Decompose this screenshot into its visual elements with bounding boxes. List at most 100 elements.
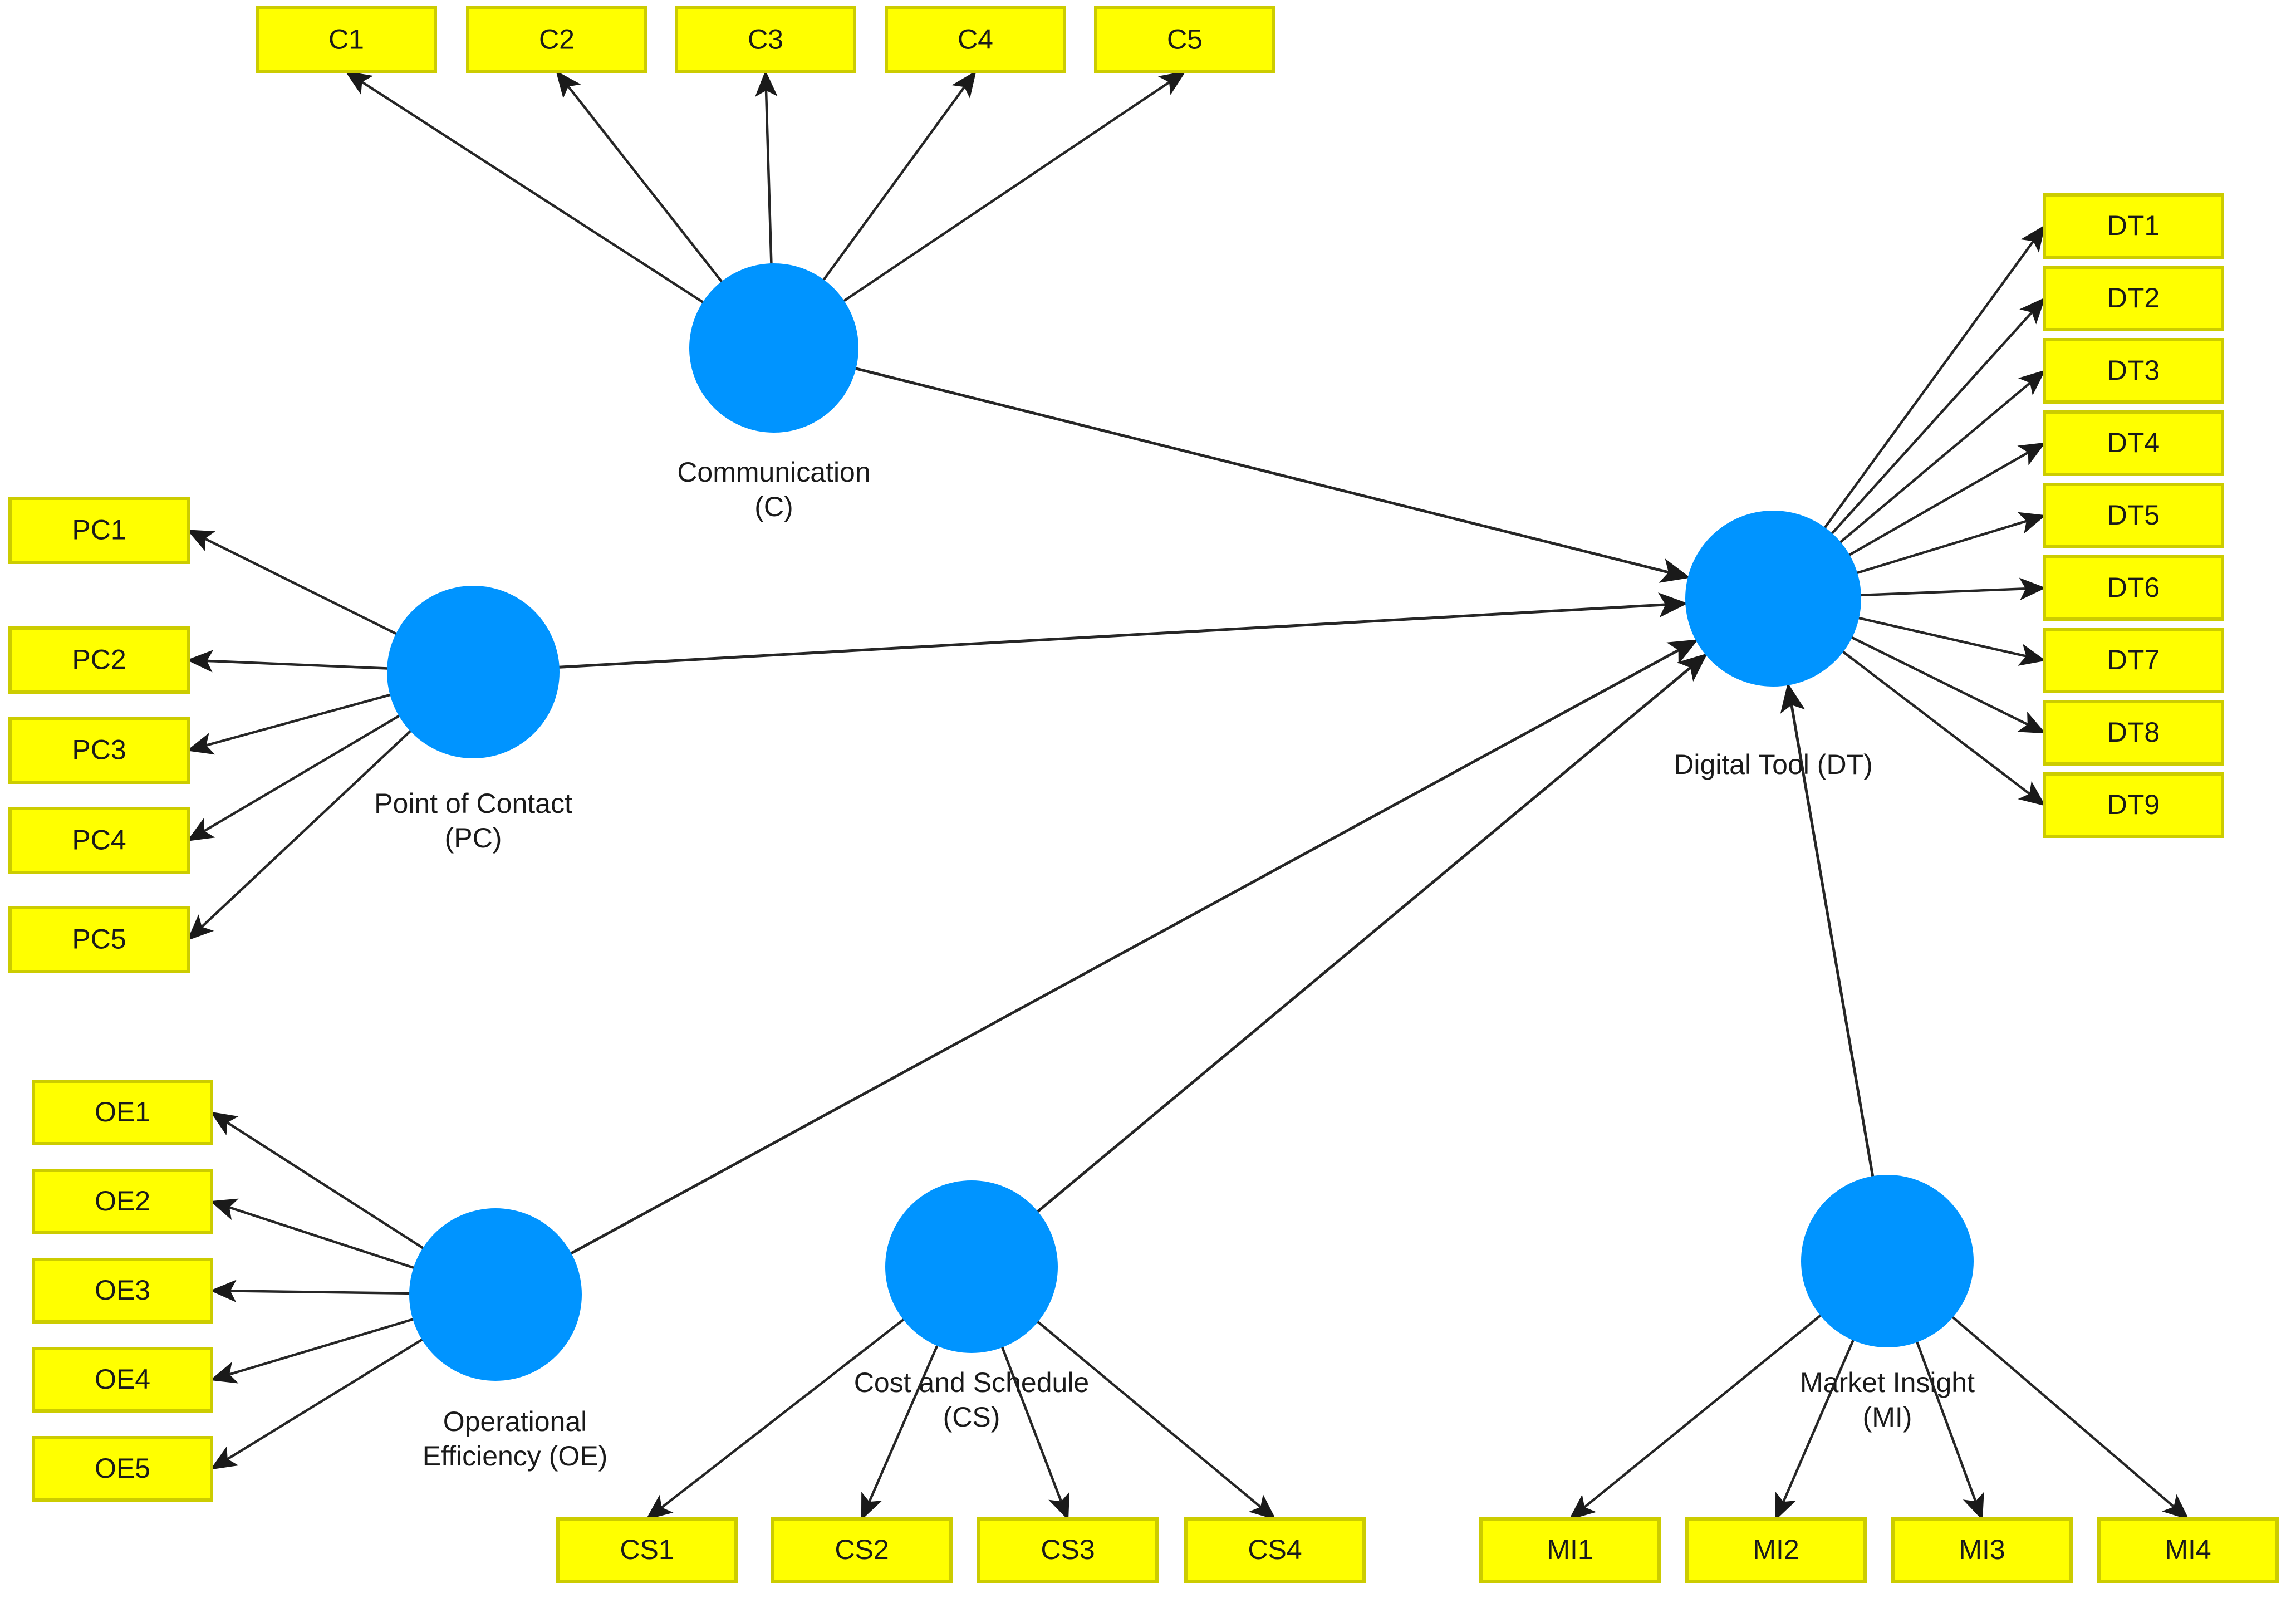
indicator-pc3[interactable]: PC3 (8, 717, 190, 784)
indicator-box[interactable] (8, 497, 190, 564)
indicator-oe2[interactable]: OE2 (32, 1169, 213, 1234)
measurement-arrow-OE-OE1 (210, 1111, 426, 1251)
construct-oe[interactable] (409, 1208, 582, 1381)
construct-label-line1: Cost and Schedule (854, 1367, 1090, 1398)
indicator-box[interactable] (2043, 483, 2224, 548)
measurement-arrow-PC-PC3 (187, 693, 393, 755)
measurement-arrow-MI-MI4 (1950, 1315, 2190, 1520)
indicator-box[interactable] (2043, 266, 2224, 331)
indicator-box[interactable] (2043, 338, 2224, 404)
indicator-c5[interactable]: C5 (1094, 6, 1275, 73)
indicator-c1[interactable]: C1 (256, 6, 437, 73)
indicator-box[interactable] (1479, 1517, 1661, 1583)
indicator-box[interactable] (32, 1258, 213, 1324)
indicator-dt5[interactable]: DT5 (2043, 483, 2224, 548)
construct-label-cs: Cost and Schedule(CS) (854, 1367, 1090, 1433)
indicator-label: CS1 (620, 1534, 674, 1565)
indicator-box[interactable] (2043, 700, 2224, 766)
indicator-mi2[interactable]: MI2 (1685, 1517, 1867, 1583)
indicator-dt9[interactable]: DT9 (2043, 772, 2224, 838)
indicator-label: C2 (539, 24, 575, 55)
indicator-label: CS2 (835, 1534, 889, 1565)
indicator-dt7[interactable]: DT7 (2043, 628, 2224, 693)
indicator-label: MI4 (2165, 1534, 2211, 1565)
indicator-pc4[interactable]: PC4 (8, 807, 190, 874)
indicator-cs3[interactable]: CS3 (977, 1517, 1159, 1583)
construct-label-line2: (CS) (943, 1401, 1000, 1433)
measurement-arrow-DT-DT1 (1822, 224, 2045, 530)
measurement-arrow-DT-DT2 (1829, 297, 2045, 536)
indicator-box[interactable] (466, 6, 647, 73)
indicator-dt8[interactable]: DT8 (2043, 700, 2224, 766)
indicator-box[interactable] (8, 807, 190, 874)
indicator-box[interactable] (2043, 555, 2224, 621)
measurement-arrow-C-C3 (755, 70, 778, 266)
indicator-box[interactable] (675, 6, 856, 73)
construct-pc[interactable] (387, 586, 560, 758)
indicator-cs4[interactable]: CS4 (1184, 1517, 1366, 1583)
construct-circle[interactable] (885, 1180, 1058, 1353)
indicator-box[interactable] (2043, 772, 2224, 838)
indicator-mi1[interactable]: MI1 (1479, 1517, 1661, 1583)
indicator-box[interactable] (1094, 6, 1275, 73)
indicator-pc1[interactable]: PC1 (8, 497, 190, 564)
indicator-box[interactable] (8, 626, 190, 694)
indicator-box[interactable] (2097, 1517, 2279, 1583)
indicator-pc5[interactable]: PC5 (8, 906, 190, 973)
construct-circle[interactable] (1801, 1175, 1974, 1347)
indicator-oe3[interactable]: OE3 (32, 1258, 213, 1324)
indicator-dt2[interactable]: DT2 (2043, 266, 2224, 331)
indicator-oe4[interactable]: OE4 (32, 1347, 213, 1413)
indicator-c3[interactable]: C3 (675, 6, 856, 73)
indicator-dt6[interactable]: DT6 (2043, 555, 2224, 621)
indicator-box[interactable] (977, 1517, 1159, 1583)
indicator-cs2[interactable]: CS2 (771, 1517, 953, 1583)
construct-mi[interactable] (1801, 1175, 1974, 1347)
indicator-c4[interactable]: C4 (885, 6, 1066, 73)
indicator-mi4[interactable]: MI4 (2097, 1517, 2279, 1583)
indicator-cs1[interactable]: CS1 (556, 1517, 738, 1583)
indicator-box[interactable] (1184, 1517, 1366, 1583)
construct-cs[interactable] (885, 1180, 1058, 1353)
indicator-box[interactable] (2043, 410, 2224, 476)
indicator-box[interactable] (8, 906, 190, 973)
indicator-box[interactable] (556, 1517, 738, 1583)
indicator-oe5[interactable]: OE5 (32, 1436, 213, 1502)
indicator-box[interactable] (885, 6, 1066, 73)
indicator-box[interactable] (32, 1347, 213, 1413)
indicator-box[interactable] (2043, 628, 2224, 693)
construct-c[interactable] (689, 263, 858, 433)
indicator-label: MI1 (1547, 1534, 1593, 1565)
indicator-box[interactable] (1891, 1517, 2073, 1583)
indicator-label: PC1 (72, 514, 126, 546)
indicator-pc2[interactable]: PC2 (8, 626, 190, 694)
indicator-box[interactable] (32, 1169, 213, 1234)
indicator-c2[interactable]: C2 (466, 6, 647, 73)
construct-label-line1: Communication (677, 457, 870, 488)
indicator-label: C5 (1167, 24, 1203, 55)
indicator-box[interactable] (2043, 193, 2224, 259)
indicator-box[interactable] (256, 6, 437, 73)
indicator-box[interactable] (8, 717, 190, 784)
indicator-box[interactable] (32, 1436, 213, 1502)
indicator-label: DT3 (2107, 355, 2160, 386)
measurement-arrow-DT-DT4 (1847, 442, 2046, 557)
measurement-arrow-MI-MI3 (1915, 1339, 1984, 1521)
indicator-dt1[interactable]: DT1 (2043, 193, 2224, 259)
construct-circle[interactable] (1685, 511, 1861, 687)
indicator-box[interactable] (771, 1517, 953, 1583)
construct-circle[interactable] (689, 263, 858, 433)
indicator-mi3[interactable]: MI3 (1891, 1517, 2073, 1583)
measurement-arrow-PC-PC5 (187, 728, 413, 941)
indicator-oe1[interactable]: OE1 (32, 1080, 213, 1145)
indicator-box[interactable] (32, 1080, 213, 1145)
construct-circle[interactable] (409, 1208, 582, 1381)
construct-circle[interactable] (387, 586, 560, 758)
indicator-dt4[interactable]: DT4 (2043, 410, 2224, 476)
indicator-label: OE2 (95, 1185, 150, 1217)
indicator-dt3[interactable]: DT3 (2043, 338, 2224, 404)
construct-dt[interactable] (1685, 511, 1861, 687)
indicator-box[interactable] (1685, 1517, 1867, 1583)
measurement-arrow-PC-PC4 (187, 713, 402, 841)
